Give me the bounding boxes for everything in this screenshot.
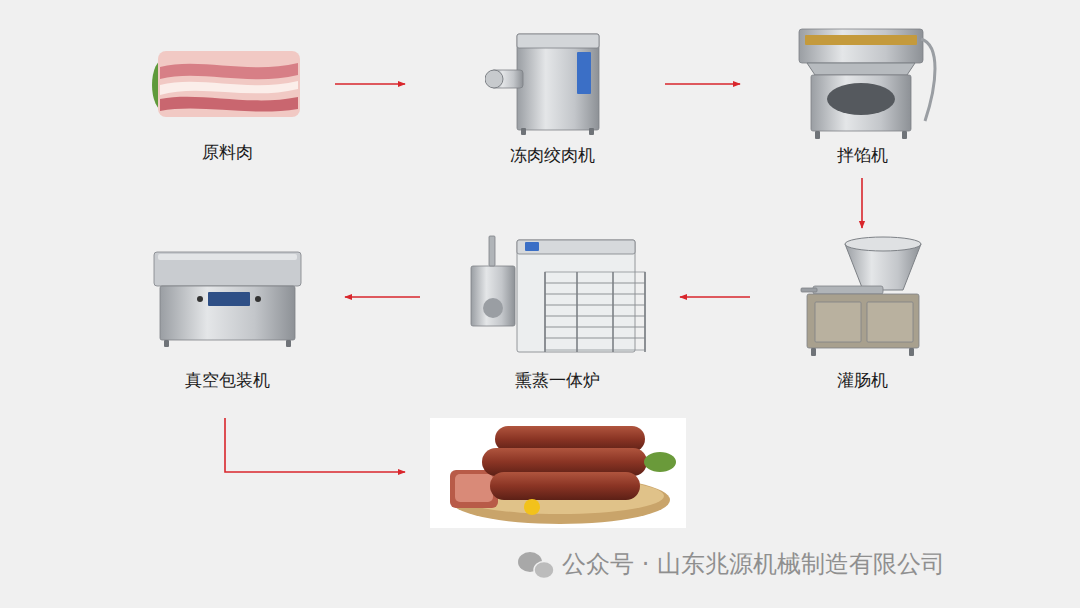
machine-part [545,326,645,327]
machine-picture [785,25,940,140]
machine-part [644,272,646,352]
machine-part [545,272,645,350]
machine-part [483,298,503,318]
flow-arrow [335,83,405,85]
machine-part [576,272,578,352]
step-caption: 真空包装机 [150,369,305,391]
machine-part [544,272,546,352]
step-caption: 冻肉绞肉机 [485,144,620,166]
machine-part [577,52,591,94]
machine-part [517,34,599,130]
sausage-slice [455,474,493,502]
machine-part [815,131,820,139]
machine-part [612,272,614,352]
machine-part [813,286,883,294]
machine-part [286,340,291,347]
process-step: 拌馅机 [785,25,940,166]
machine-picture [152,51,300,117]
machine-part [525,242,539,251]
process-step: 熏蒸一体炉 [465,232,650,391]
wechat-icon [518,552,554,579]
machine-picture [154,252,301,347]
machine-part [485,70,503,88]
sausage [482,448,647,476]
machine-part [255,296,261,302]
machine-part [867,302,913,342]
machine-part [517,240,635,352]
machine-part [160,81,298,95]
machine-picture [485,34,599,135]
chat-bubble [534,562,554,579]
machine-picture [150,45,305,125]
machine-picture [485,28,620,136]
machine-part [197,296,203,302]
machine-part [807,63,915,75]
machine-part [589,128,594,135]
process-step: 原料肉 [150,45,305,163]
step-caption: 拌馅机 [785,144,940,166]
machine-part [811,348,816,356]
process-step: 冻肉绞肉机 [485,28,620,166]
machine-part [471,266,515,326]
machine-picture [795,232,930,357]
machine-part [545,272,645,352]
machine-part [807,294,919,348]
machine-part [160,63,298,79]
product-picture [430,418,686,528]
machine-part [517,34,599,48]
sausage [490,472,640,500]
machine-part [811,75,911,131]
flow-arrow [345,296,420,298]
machine-part [815,302,861,342]
machine-part [845,237,921,251]
machine-part [160,97,298,112]
machine-part [164,340,169,347]
machine-part [801,288,817,292]
machine-picture [465,232,650,357]
garnish-leaf [644,452,676,472]
picture-ground [430,418,686,528]
machine-part [921,39,935,121]
machine-part [545,337,645,338]
flow-arrow [861,178,863,228]
machine-part [160,286,295,340]
machine-part [517,240,635,254]
step-caption: 灌肠机 [795,369,930,391]
machine-picture [150,240,305,348]
machine-picture [471,236,645,352]
step-caption: 熏蒸一体炉 [465,369,650,391]
machine-part [545,304,645,305]
flow-arrow [680,296,750,298]
machine-part [158,51,300,117]
flow-arrow [665,83,740,85]
machine-part [545,282,645,283]
machine-part [545,293,645,294]
machine-part [909,348,914,356]
watermark: 公众号 · 山东兆源机械制造有限公司 [562,549,945,579]
machine-part [154,252,301,286]
egg-yolk [524,499,540,515]
process-step: 真空包装机 [150,240,305,391]
machine-picture [799,29,935,139]
machine-part [521,128,526,135]
machine-part [799,29,923,63]
machine-part [902,131,907,139]
machine-picture [801,237,921,356]
machine-part [827,83,895,115]
machine-part [489,236,495,266]
step-caption: 原料肉 [150,141,305,163]
process-step: 灌肠机 [795,232,930,391]
machine-part [545,315,645,316]
machine-part [805,35,917,45]
flow-arrow [225,418,405,472]
machine-part [208,292,250,306]
machine-part [158,254,297,260]
